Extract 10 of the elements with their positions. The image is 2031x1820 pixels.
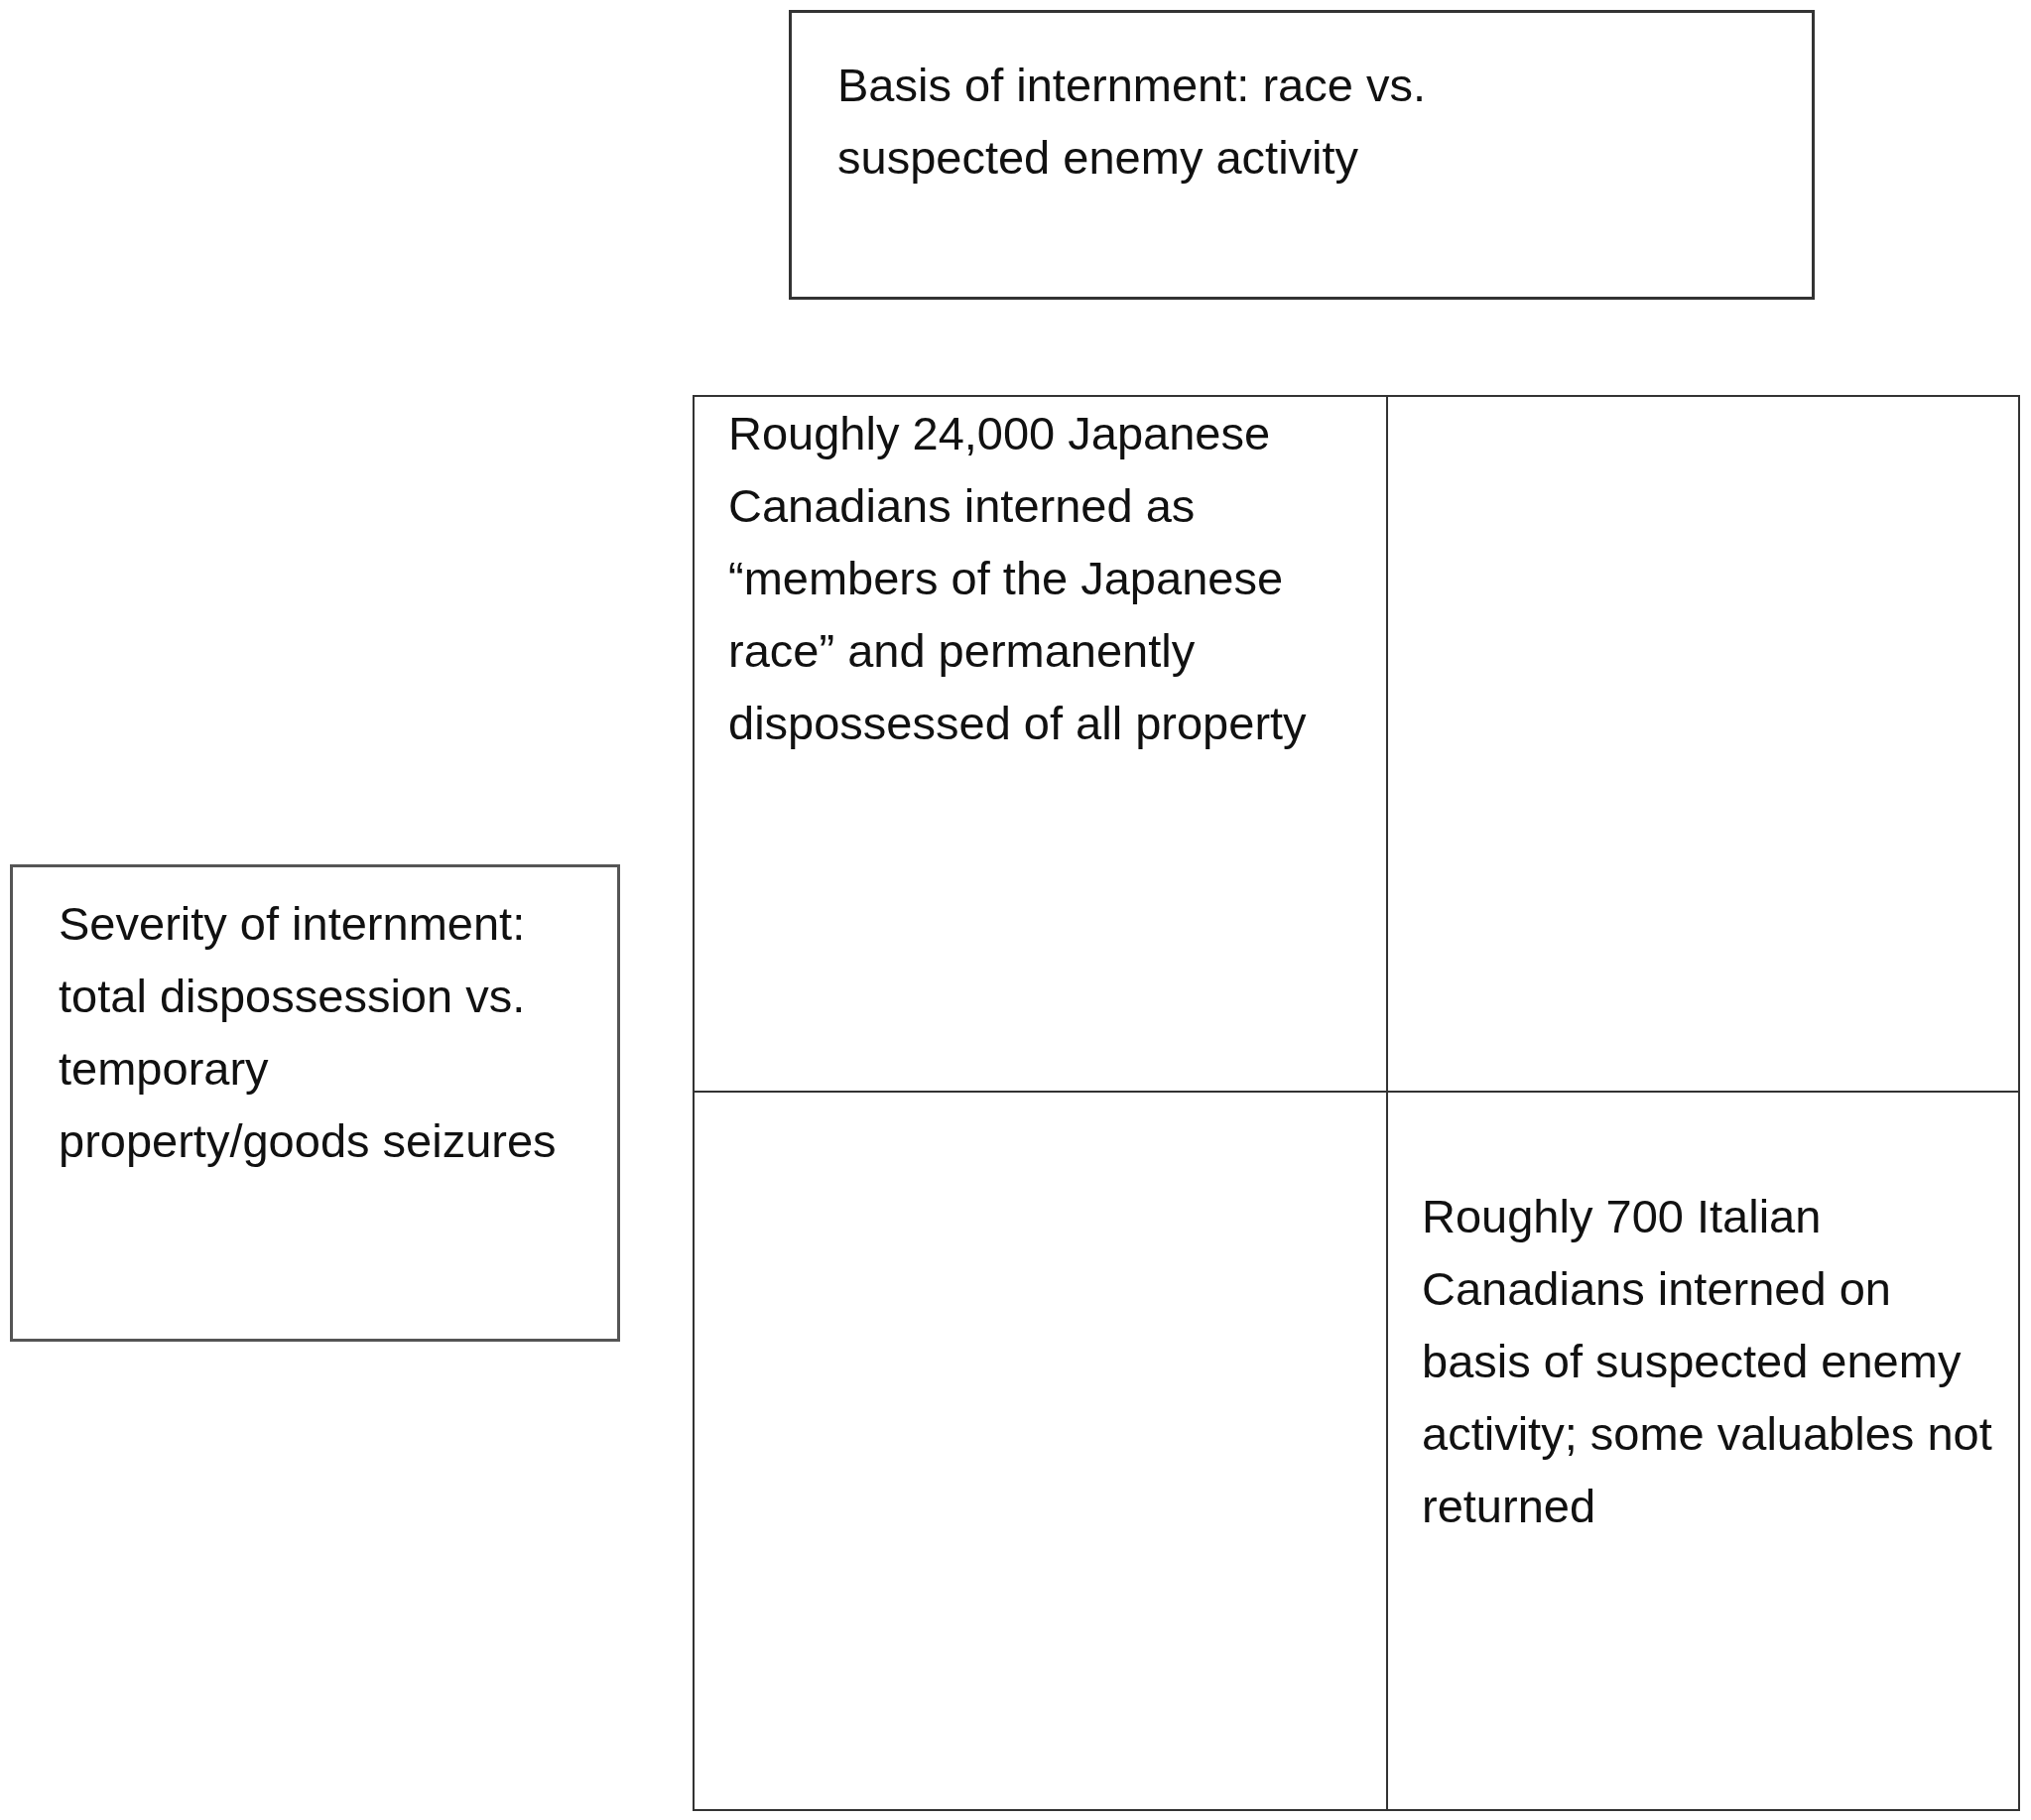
quadrant-cell	[1386, 395, 2020, 1093]
quadrant-text: Severity of internment: total dispossession vs. temporary property/goods seizures	[59, 896, 558, 1169]
quadrant-text: Roughly 24,000 Japanese Canadians interned as “members of the Japanese race” and permanently dispossessed of all property	[728, 406, 1308, 751]
quadrant-cell	[693, 1091, 1388, 1811]
quadrant-cell	[693, 395, 1388, 1093]
quadrant-cell	[1386, 1091, 2020, 1811]
quadrant-text: Roughly 700 Italian Canadians interned on basis of suspected enemy activity; some valuables not returned	[1422, 1189, 1993, 1534]
axis-label-box	[789, 10, 1815, 300]
quadrant-text: Basis of internment: race vs. suspected enemy activity	[837, 58, 1427, 186]
axis-label-box	[10, 864, 620, 1342]
